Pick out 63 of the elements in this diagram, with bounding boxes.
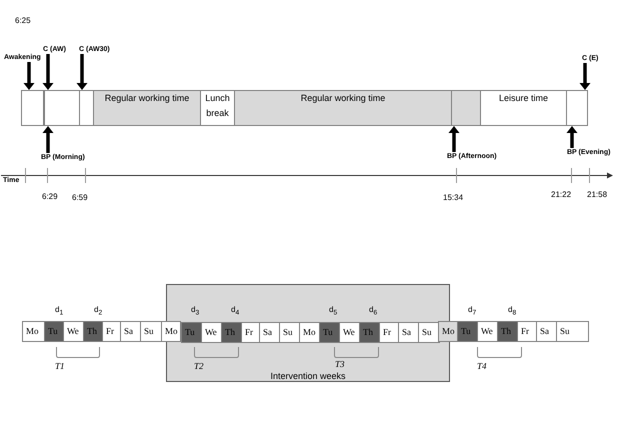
- day-marker-label: d$_{4}$: [231, 305, 240, 319]
- bracket-label: T2: [194, 361, 204, 371]
- day-marker-label: d$_{1}$: [55, 305, 64, 319]
- day-cell: Mo: [299, 322, 320, 343]
- shaded-day-cell: Tu: [181, 322, 202, 343]
- tick-label: 21:22: [551, 190, 572, 200]
- day-marker-label: d$_{6}$: [369, 305, 378, 319]
- tick-label: 21:58: [587, 190, 608, 200]
- time-segment: Regular working time: [234, 90, 452, 126]
- day-cell: Sa: [259, 322, 280, 343]
- day-cell: Mo: [161, 321, 181, 342]
- day-marker-label: d$_{7}$: [468, 305, 476, 319]
- time-segment: [451, 90, 481, 126]
- day-cell: We: [201, 322, 222, 343]
- arrow: [44, 126, 52, 153]
- day-cell: Su: [556, 321, 589, 342]
- shaded-day-cell: Th: [359, 322, 380, 343]
- day-marker-label: d$_{2}$: [94, 305, 102, 319]
- day-cell: Mo: [22, 321, 45, 342]
- tick-label: 6:29: [42, 192, 58, 202]
- arrow: [44, 54, 52, 90]
- tick-label: 6:59: [72, 193, 88, 203]
- day-cell: Sa: [536, 321, 557, 342]
- time-segment: [44, 90, 80, 126]
- tick-label: 15:34: [443, 193, 464, 203]
- shaded-day-cell: Th: [497, 321, 518, 342]
- shaded-day-cell: Tu: [319, 322, 340, 343]
- shaded-day-cell: Th: [83, 321, 103, 342]
- arrow: [568, 126, 576, 148]
- day-cell: Fr: [517, 321, 537, 342]
- arrow: [450, 126, 458, 152]
- day-cell: We: [339, 322, 360, 343]
- day-cell: Fr: [379, 322, 399, 343]
- time-segment: [20, 90, 44, 126]
- day-cell: Su: [418, 322, 440, 343]
- time-label: 6:25: [15, 16, 31, 26]
- time-segment: [566, 90, 588, 126]
- day-cell: Sa: [398, 322, 419, 343]
- day-marker-label: d$_{8}$: [508, 305, 516, 319]
- period-label: Intervention weeks: [270, 371, 346, 381]
- day-cell: Mo: [438, 321, 458, 342]
- arrow: [78, 54, 86, 90]
- time-segment: Regular working time: [93, 90, 201, 126]
- shaded-day-cell: Tu: [457, 321, 478, 342]
- day-cell: Su: [140, 321, 162, 342]
- time-segment: [79, 90, 94, 126]
- day-marker-label: d$_{3}$: [191, 305, 200, 319]
- bracket-label: T3: [335, 359, 345, 369]
- day-cell: Su: [279, 322, 300, 343]
- day-cell: We: [477, 321, 498, 342]
- shaded-day-cell: Th: [221, 322, 242, 343]
- day-cell: Fr: [241, 322, 260, 343]
- arrow: [582, 63, 588, 90]
- time-segment: Lunch break: [200, 90, 235, 126]
- day-cell: Sa: [120, 321, 141, 342]
- time-segment: Leisure time: [480, 90, 567, 126]
- day-cell: We: [63, 321, 84, 342]
- bracket-label: T1: [55, 361, 65, 371]
- arrow: [26, 62, 32, 90]
- bracket-label: T4: [477, 361, 487, 371]
- day-cell: Fr: [102, 321, 121, 342]
- day-marker-label: d$_{5}$: [329, 305, 338, 319]
- shaded-day-cell: Tu: [44, 321, 64, 342]
